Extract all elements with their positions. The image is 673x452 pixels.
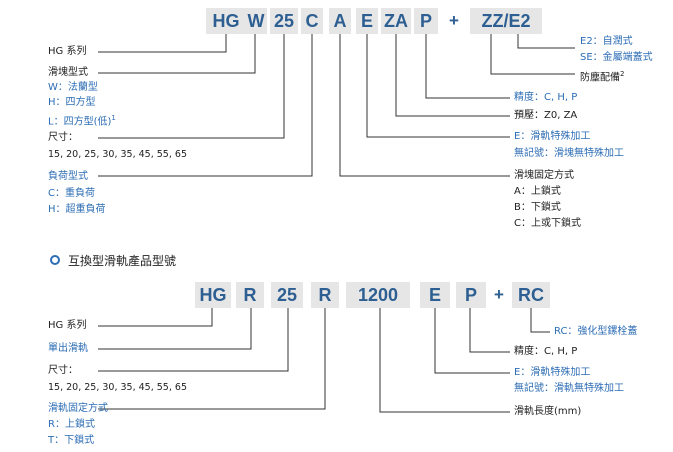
label-load-c: C：重負荷: [48, 188, 95, 199]
label-mount-b: B：下鎖式: [514, 202, 561, 213]
label2-mount-t: T：下鎖式: [48, 435, 95, 446]
label-load-h: H：超重負荷: [48, 204, 106, 215]
label2-sizes: 15, 20, 25, 30, 35, 45, 55, 65: [48, 382, 187, 393]
label2-treat-e: E：滑軌特殊加工: [514, 367, 591, 378]
connector-precision-2: [469, 308, 510, 353]
connector-e2: [517, 34, 575, 49]
label-special-none: 無記號：滑塊無特殊加工: [514, 148, 624, 159]
connector-size: [98, 34, 285, 139]
label-se: SE：金屬端蓋式: [580, 52, 653, 63]
code-seg-zz-e2: ZZ/E2: [470, 8, 542, 34]
label-block-w: W：法蘭型: [48, 82, 98, 93]
code-seg-e: E: [356, 8, 378, 34]
code2-seg-r2: R: [311, 282, 339, 308]
connector-dust: [490, 34, 575, 75]
connector-hg-series: [98, 34, 227, 53]
label-dust: 防塵配備2: [580, 70, 625, 84]
section-interchangeable-title: 互換型滑軌產品型號: [50, 252, 176, 268]
connector-block-type: [98, 34, 256, 74]
label-sizes: 15, 20, 25, 30, 35, 45, 55, 65: [48, 149, 187, 160]
code-seg-w: W: [245, 8, 267, 34]
code2-plus: +: [494, 285, 504, 304]
label-e2: E2：自潤式: [580, 36, 633, 47]
code-seg-25: 25: [270, 8, 298, 34]
code-seg-za: ZA: [381, 8, 411, 34]
label2-precision: 精度：C, H, P: [514, 346, 578, 357]
bullet-ring-icon: [50, 255, 60, 265]
code2-seg-25: 25: [271, 282, 303, 308]
connector-mount-2: [98, 308, 326, 410]
section-title-text: 互換型滑軌產品型號: [68, 253, 177, 268]
connector-size-2: [98, 308, 289, 372]
label-preload: 預壓：Z0, ZA: [514, 110, 578, 121]
code-seg-p: P: [414, 8, 438, 34]
label2-series: HG 系列: [48, 320, 87, 331]
label-special-e: E：滑軌特殊加工: [514, 131, 591, 142]
label2-rail: 單出滑軌: [48, 343, 88, 354]
label2-mount-title: 滑軌固定方式: [48, 403, 108, 414]
code-seg-a: A: [329, 8, 351, 34]
connector-hg-series-2: [98, 308, 213, 327]
code2-seg-1200: 1200: [346, 282, 410, 308]
code2-seg-r: R: [236, 282, 264, 308]
code2-seg-rc: RC: [512, 282, 550, 308]
code2-seg-hg: HG: [195, 282, 231, 308]
label-mount-c: C：上或下鎖式: [514, 218, 581, 229]
label2-treat-none: 無記號：滑軌無特殊加工: [514, 383, 624, 394]
code-seg-c: C: [301, 8, 323, 34]
label-block-h: H：四方型: [48, 97, 96, 108]
connector-rc: [530, 308, 550, 333]
code-plus: +: [449, 11, 459, 30]
connector-load-type: [98, 34, 313, 177]
connector-preload: [395, 34, 510, 117]
label2-size-title: 尺寸：: [48, 365, 78, 376]
label2-length: 滑軌長度(mm): [514, 406, 582, 417]
connector-precision: [425, 34, 510, 99]
connector-length: [379, 308, 510, 413]
code2-seg-p: P: [456, 282, 486, 308]
label-block-l: L：四方型(低)1: [48, 114, 116, 128]
connector-mount: [339, 34, 510, 177]
label-size-title: 尺寸：: [48, 132, 78, 143]
connector-special: [366, 34, 510, 138]
label2-mount-r: R：上鎖式: [48, 419, 95, 430]
connector-rail: [98, 308, 252, 350]
code2-seg-e: E: [420, 282, 450, 308]
label-precision: 精度：C, H, P: [514, 92, 578, 103]
code-seg-hg: HG: [206, 8, 246, 34]
connector-treat: [434, 308, 510, 374]
label-block-type-title: 滑塊型式: [48, 67, 88, 78]
label-load-title: 負荷型式: [48, 171, 88, 182]
label-mount-a: A：上鎖式: [514, 186, 561, 197]
label-mount-title: 滑塊固定方式: [514, 170, 574, 181]
label2-rc: RC：強化型鏍栓蓋: [554, 326, 638, 337]
label-series: HG 系列: [48, 46, 87, 57]
